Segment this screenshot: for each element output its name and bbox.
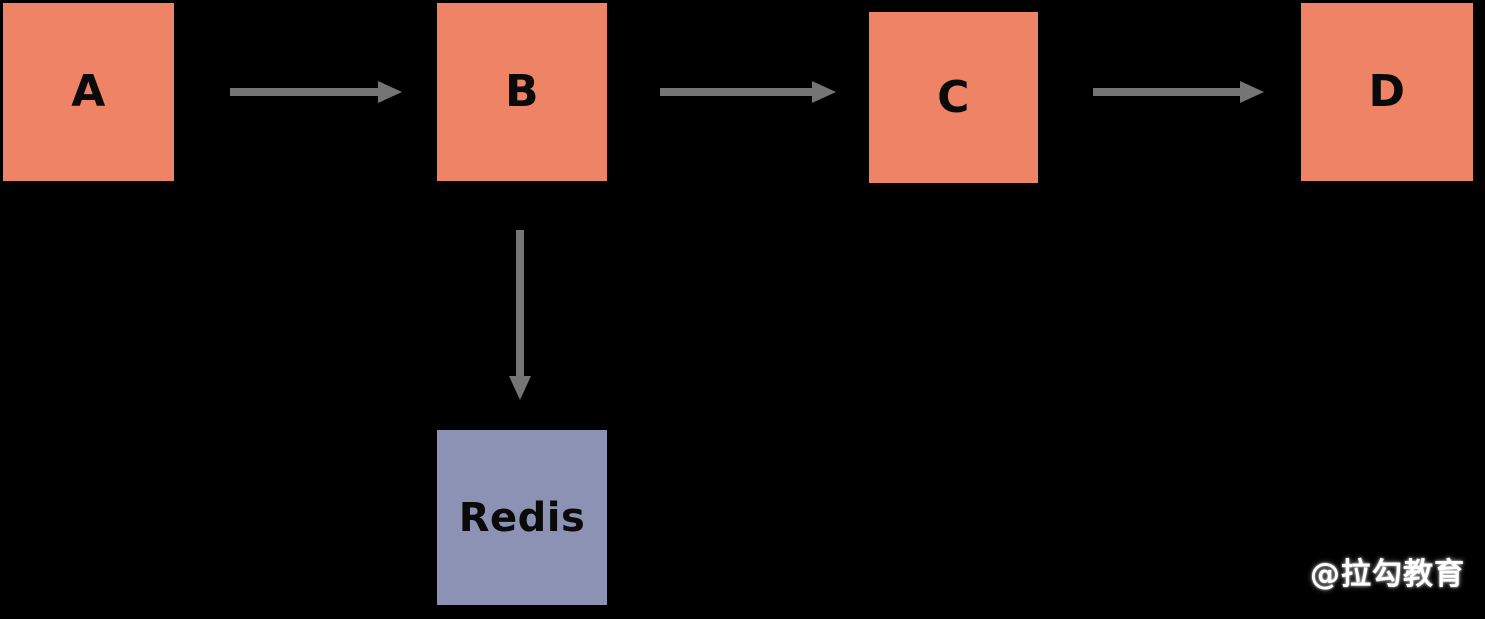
node-d-label: D [1368,66,1406,117]
arrow-b-to-redis-icon [509,230,531,400]
arrow-c-to-d-icon [1093,81,1264,103]
watermark: @拉勾教育 [1310,557,1465,592]
node-b-label: B [504,66,540,117]
node-b[interactable]: B [437,3,607,181]
node-c[interactable]: C [869,12,1038,183]
node-c-label: C [937,71,970,123]
node-d[interactable]: D [1301,3,1473,181]
arrow-a-to-b-icon [230,81,402,103]
arrow-b-to-c-icon [660,81,836,103]
node-redis[interactable]: Redis [437,430,607,605]
node-a[interactable]: A [3,3,174,181]
node-redis-label: Redis [458,494,586,541]
node-a-label: A [71,66,106,117]
